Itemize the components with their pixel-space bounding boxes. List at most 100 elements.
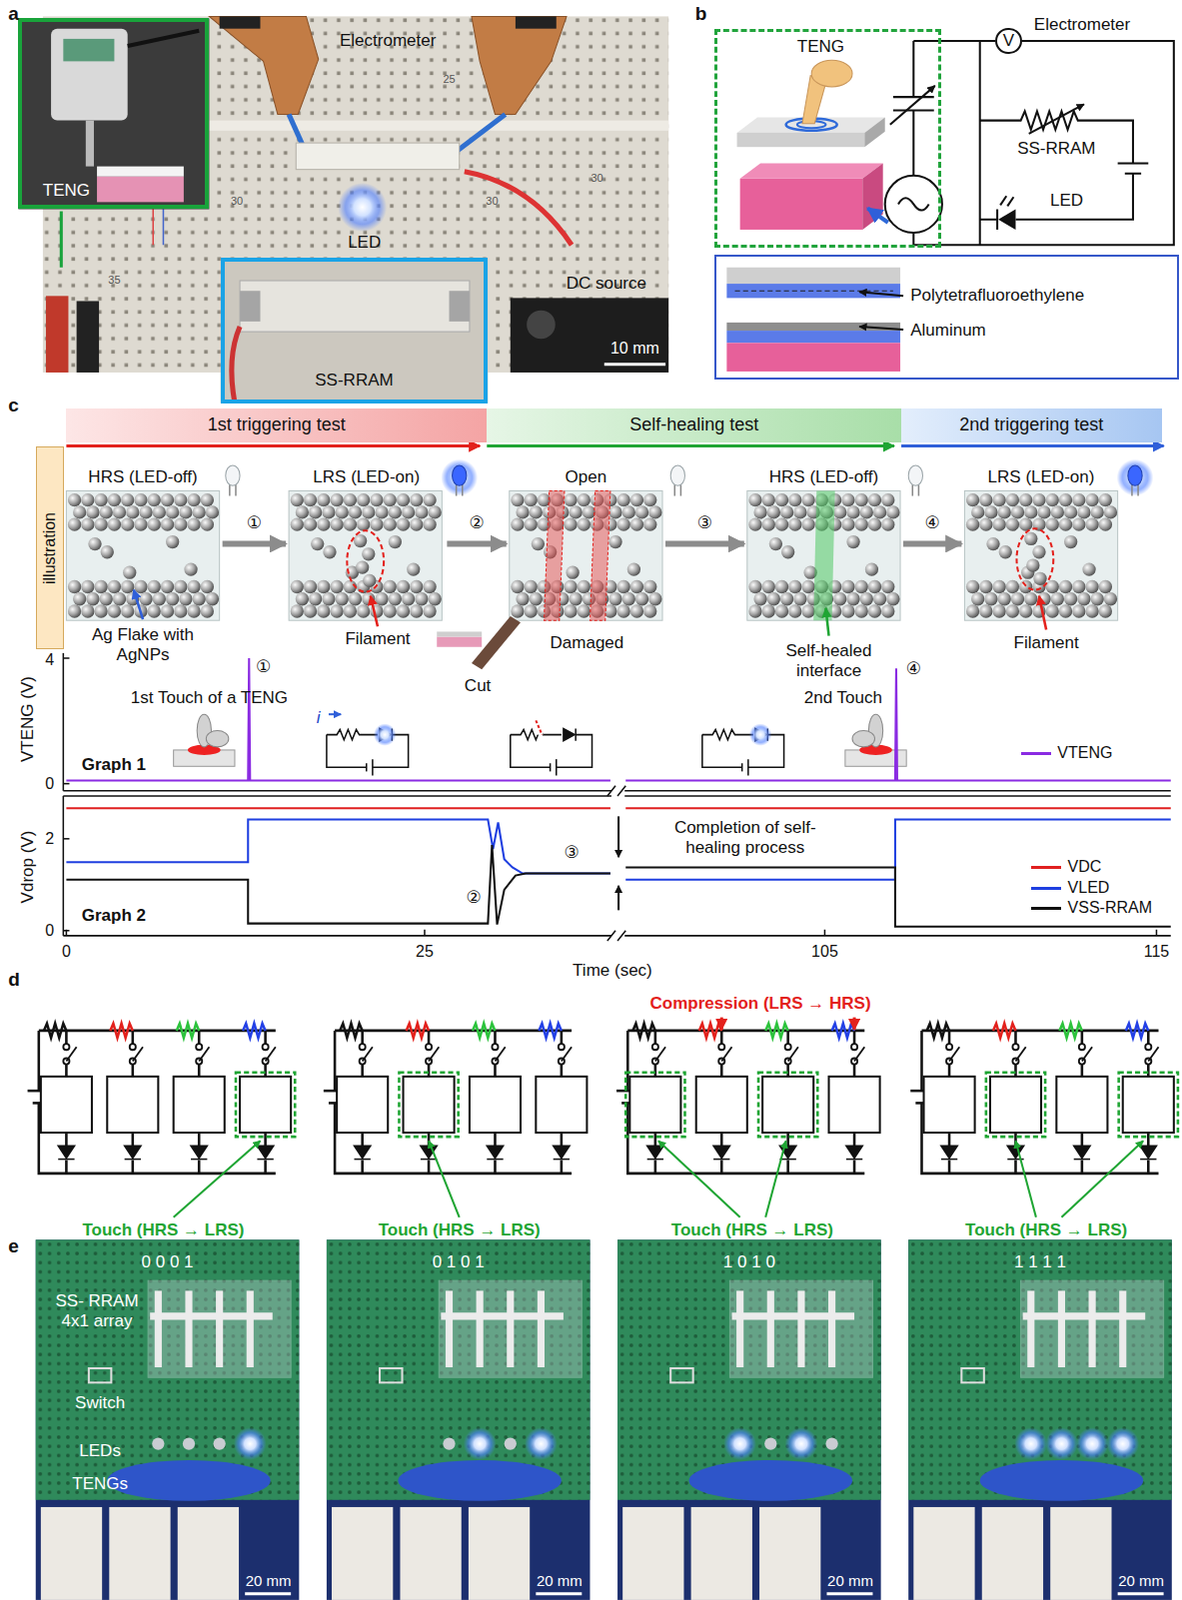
text-label: a <box>7 2 19 26</box>
inset-photo-frame: TENG <box>17 17 209 209</box>
text-label: 1 1 1 1 <box>1014 1252 1067 1273</box>
text-label: 0 <box>44 774 54 794</box>
flow-arrow <box>222 540 286 547</box>
text-label: ① <box>255 657 271 678</box>
text-label: 30 <box>591 171 604 185</box>
legend-label: VDC <box>1068 858 1103 878</box>
text-label: TENGs <box>71 1474 128 1495</box>
state-panel: HRS (LED-off) <box>65 467 219 621</box>
legend-line <box>1031 866 1063 870</box>
text-label: LED <box>1050 190 1084 211</box>
text-label: Filament <box>344 628 410 649</box>
text-label: Compression (LRS → HRS) <box>650 994 872 1015</box>
side-tab: illustration <box>35 446 65 649</box>
teng-dashed-box: TENG <box>714 28 942 249</box>
legend-label: VLED <box>1068 878 1111 898</box>
legend-line <box>1031 907 1063 911</box>
node-label: Polytetrafluoroethylene <box>910 285 1085 306</box>
text-label: 30 <box>230 195 243 209</box>
legend-line <box>1021 752 1053 756</box>
text-label: LED <box>347 232 381 253</box>
flow-arrow <box>665 540 745 547</box>
text-label: Touch (HRS → LRS) <box>965 1220 1128 1241</box>
state-panel: LRS (LED-on) <box>288 467 444 621</box>
text-label: 20 mm <box>1118 1572 1165 1591</box>
text-label: ③ <box>561 843 581 864</box>
text-label: Touch (HRS → LRS) <box>378 1220 541 1241</box>
node-label: LRS (LED-on) <box>312 467 420 488</box>
text-label: Filament <box>1014 632 1080 653</box>
text-label: 2nd Touch <box>804 688 883 709</box>
text-label: 0 <box>61 943 71 963</box>
text-label: c <box>7 393 19 417</box>
step-number: ③ <box>695 513 715 534</box>
text-label: LEDs <box>78 1440 121 1461</box>
text-label: 0 <box>44 921 54 941</box>
step-number: ① <box>244 513 264 534</box>
text-label: ② <box>463 888 483 909</box>
text-label: ④ <box>906 659 922 680</box>
stage-band: 2nd triggering test <box>901 408 1163 444</box>
text-label: 25 <box>415 943 434 963</box>
text-label: 115 <box>1144 943 1171 963</box>
text-label: Touch (HRS → LRS) <box>671 1220 834 1241</box>
text-label: Graph 1 <box>81 755 146 776</box>
step-number: ② <box>466 513 486 534</box>
text-label: Vdrop (V) <box>16 831 37 905</box>
voltmeter-symbol: VElectrometer <box>995 27 1023 55</box>
layer-structure-box: PolytetrafluoroethyleneAluminum <box>714 254 1180 380</box>
text-label: 4 <box>44 650 54 670</box>
node-label: HRS (LED-off) <box>87 467 197 488</box>
node-label: illustration <box>39 512 59 585</box>
inset-photo-frame: SS-RRAM <box>220 257 489 403</box>
text-label: Switch <box>74 1392 125 1413</box>
text-label: Touch (HRS → LRS) <box>81 1220 244 1241</box>
state-panel: HRS (LED-off) <box>747 467 901 621</box>
text-label: 0 1 0 1 <box>432 1252 485 1273</box>
node-label: Open <box>565 467 608 488</box>
node-label: 2nd triggering test <box>959 414 1104 437</box>
node-label: Self-healing test <box>629 414 759 437</box>
stage-band: 1st triggering test <box>65 408 487 444</box>
text-label: VTENG (V) <box>16 676 37 763</box>
text-label: Ag Flake with AgNPs <box>71 624 215 666</box>
flow-arrow <box>446 540 506 547</box>
node-label: TENG <box>42 180 90 201</box>
text-label: Electrometer <box>339 30 436 51</box>
text-label: Completion of self-healing process <box>653 817 838 859</box>
text-label: 25 <box>442 72 455 86</box>
text-label: d <box>7 968 20 992</box>
text-label: Graph 2 <box>81 906 146 927</box>
flow-arrow <box>903 540 962 547</box>
node-label: Electrometer <box>1034 14 1131 35</box>
text-label: Self-healed interface <box>770 641 888 683</box>
text-label: 0 0 0 1 <box>141 1252 194 1273</box>
text-label: b <box>695 2 708 26</box>
text-label: 105 <box>811 943 839 963</box>
text-label: 1st Touch of a TENG <box>130 688 288 709</box>
text-label: 35 <box>107 273 120 287</box>
text-label: 10 mm <box>610 339 660 359</box>
text-label: 2 <box>44 829 54 849</box>
node-label: LRS (LED-on) <box>988 467 1096 488</box>
state-panel: LRS (LED-on) <box>964 467 1118 621</box>
node-label: SS-RRAM <box>314 370 393 391</box>
text-label: Time (sec) <box>572 960 653 981</box>
text-label: SS- RRAM 4x1 array <box>40 1290 153 1332</box>
text-label: i <box>316 708 321 729</box>
text-label: 30 <box>485 195 498 209</box>
legend-label: VSS-RRAM <box>1068 899 1153 919</box>
node-label: Aluminum <box>910 320 987 341</box>
text-label: 1 0 1 0 <box>723 1252 776 1273</box>
text-label: e <box>7 1235 19 1259</box>
text-label: 20 mm <box>827 1572 874 1591</box>
stage-band: Self-healing test <box>486 408 902 444</box>
state-panel: Open <box>509 467 663 621</box>
step-number: ④ <box>923 513 943 534</box>
text-label: 20 mm <box>245 1572 292 1591</box>
legend-line <box>1031 887 1063 891</box>
node-label: 1st triggering test <box>207 414 346 437</box>
text-label: SS-RRAM <box>1017 138 1096 159</box>
